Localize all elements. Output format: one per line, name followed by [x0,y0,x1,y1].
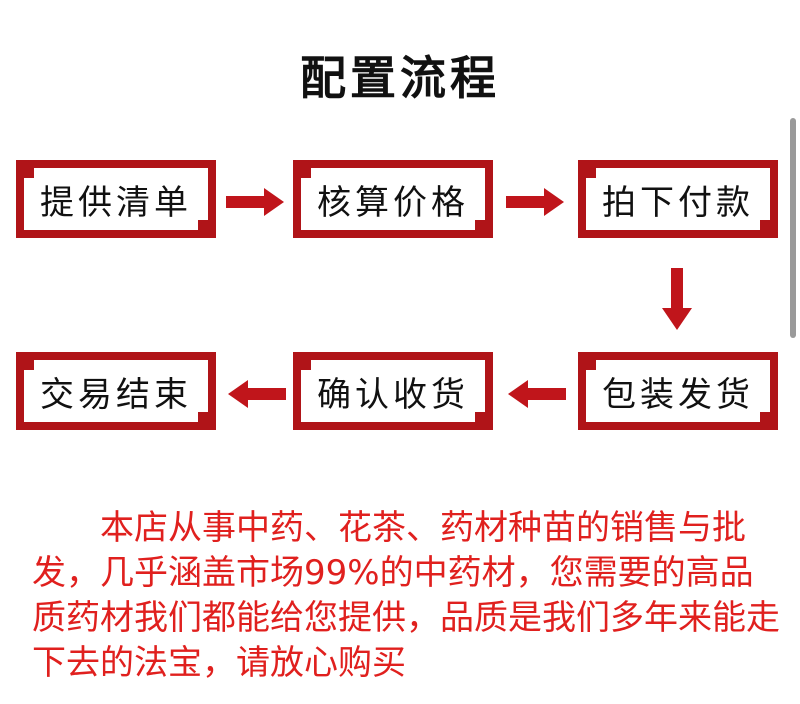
arrow-left-icon [228,380,286,408]
step-box-2: 核算价格 [293,160,493,238]
step-label-5: 确认收货 [317,374,469,415]
step-box-3: 拍下付款 [578,160,778,238]
step-box-5: 确认收货 [293,352,493,430]
step-box-inner: 交易结束 [22,358,210,424]
page-title: 配置流程 [300,51,500,105]
step-box-4: 包装发货 [578,352,778,430]
step-box-1: 提供清单 [16,160,216,238]
arrow-right-icon [506,188,564,216]
step-label-3: 拍下付款 [602,182,754,223]
step-box-inner: 拍下付款 [584,166,772,232]
step-label-6: 交易结束 [40,374,192,415]
step-box-inner: 包装发货 [584,358,772,424]
step-box-inner: 提供清单 [22,166,210,232]
step-label-1: 提供清单 [40,182,192,223]
step-label-4: 包装发货 [602,374,754,415]
step-label-2: 核算价格 [317,182,469,223]
step-box-6: 交易结束 [16,352,216,430]
arrow-down-icon [662,268,692,330]
shop-description: 本店从事中药、花茶、药材种苗的销售与批发，几乎涵盖市场99%的中药材，您需要的高… [32,508,780,683]
arrow-right-icon [226,188,284,216]
scroll-indicator [790,118,796,338]
step-box-inner: 核算价格 [299,166,487,232]
arrow-left-icon [508,380,566,408]
step-box-inner: 确认收货 [299,358,487,424]
